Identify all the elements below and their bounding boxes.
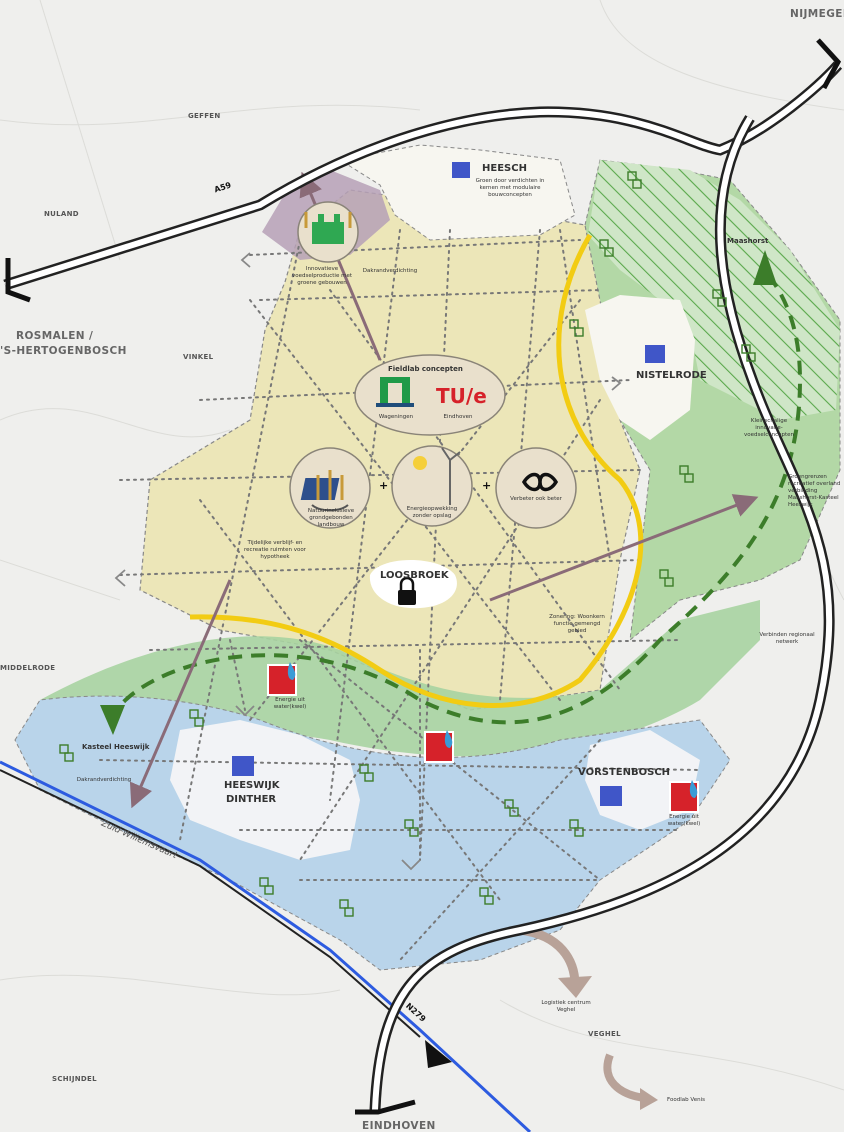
- brown-arrow-head-2: [640, 1088, 658, 1110]
- tue-logo: TU/e: [436, 384, 487, 408]
- note-heesch: Groen door verdichten in kernen met modu…: [475, 178, 545, 198]
- canal: [0, 760, 532, 1132]
- green-dashed-route: [108, 268, 803, 725]
- lock-icon: [398, 576, 416, 605]
- fieldlab-title: Fieldlab concepten: [388, 365, 463, 373]
- label-heesch: HEESCH: [482, 163, 527, 174]
- highway: [3, 61, 843, 1111]
- note-foodlab: Foodlab Venis: [667, 1097, 705, 1103]
- nistelrode-area: [585, 295, 695, 440]
- note-energieopwekking: Energieopwekking zonder opslag: [406, 506, 458, 519]
- label-vinkel: VINKEL: [183, 353, 214, 361]
- note-water-2: Energie uit water(kwel): [667, 814, 701, 827]
- note-verbinden: Verbinden regionaal netwerk: [759, 632, 815, 645]
- brown-arrow-foodlab: [603, 1053, 646, 1102]
- label-kasteel-heeswijk: Kasteel Heeswijk: [82, 743, 150, 751]
- wageningen-logo: [376, 377, 414, 407]
- yellow-boundary-line: [189, 233, 644, 708]
- fieldlab-oval: [354, 354, 506, 436]
- note-dakrand-heeswijk: Dakrandverdichting: [76, 777, 132, 783]
- heesch-area: [338, 144, 576, 241]
- note-verbeter: Verbeter ook beter: [510, 496, 562, 502]
- label-loosbroek: LOOSBROEK: [380, 570, 449, 581]
- green-arrowhead-west: [100, 705, 125, 735]
- central-yellow-zone: [139, 189, 641, 711]
- label-heeswijk: HEESWIJK: [224, 780, 280, 791]
- note-groengrenzen: Groengrenzen recreatief overland verbind…: [788, 474, 841, 508]
- n279-arrowhead: [425, 1040, 452, 1068]
- plus-sign-2: +: [482, 479, 492, 492]
- green-arrowhead-north: [753, 250, 777, 285]
- plus-sign-1: +: [379, 479, 389, 492]
- label-nistelrode: NISTELRODE: [636, 370, 707, 381]
- label-hertogenbosch: 'S-HERTOGENBOSCH: [0, 345, 127, 357]
- wheat-icon: [311, 470, 349, 512]
- water-energy-icon: [267, 662, 699, 813]
- infinity-icon: [521, 472, 559, 492]
- label-maashorst: Maashorst: [727, 237, 769, 245]
- note-water-1: Energie uit water(kwel): [273, 697, 307, 710]
- label-nijmegen: NIJMEGEN: [790, 8, 844, 20]
- dashed-arrows: [114, 252, 622, 871]
- label-schijndel: SCHIJNDEL: [52, 1075, 97, 1083]
- note-tijdelijk: Tijdelijke verblijf- en recreatie ruimte…: [244, 540, 306, 560]
- green-square-icons: [59, 171, 756, 917]
- label-middelrode: MIDDELRODE: [0, 664, 56, 672]
- energie-circle: [391, 445, 473, 527]
- note-zonering: Zonering: Woonkern functie gemengd gebie…: [549, 614, 605, 634]
- dotted-network: [99, 229, 701, 961]
- label-nuland: NULAND: [44, 210, 79, 218]
- brown-arrow-head-1: [558, 976, 592, 998]
- note-logistiek: Logistiek centrum Veghel: [541, 1000, 591, 1013]
- heeswijk-area: [170, 720, 360, 860]
- label-eindhoven: EINDHOVEN: [362, 1120, 436, 1132]
- label-vorstenbosch: VORSTENBOSCH: [578, 767, 671, 778]
- label-eindhoven-uni: Eindhoven: [443, 414, 473, 420]
- note-innovation: Innovatieve voedselproductie met groene …: [292, 266, 352, 286]
- canal-shadow: [0, 769, 421, 1038]
- note-natuurinclusief: Natuurinclusieve grondgebonden landbouw: [307, 508, 355, 528]
- label-dinther: DINTHER: [226, 794, 277, 805]
- label-geffen: GEFFEN: [188, 112, 221, 120]
- label-rosmalen: ROSMALEN /: [16, 330, 94, 342]
- label-wageningen: Wageningen: [378, 414, 414, 420]
- note-dakrand-left: Dakrandverdichting: [362, 268, 418, 274]
- note-maashorst: Kleinschalige innovatie- voedselconcepte…: [743, 418, 795, 438]
- green-building-icon: [304, 212, 352, 244]
- label-veghel: VEGHEL: [588, 1030, 621, 1038]
- road-end-markers: [5, 38, 842, 1115]
- building-icon: [232, 162, 665, 806]
